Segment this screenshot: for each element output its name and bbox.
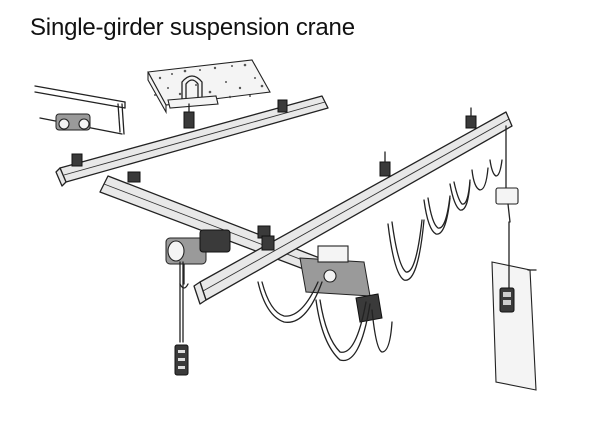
festoon-cable [257,159,503,362]
ceiling-block [147,59,271,115]
diagram-title: Single-girder suspension crane [30,14,355,41]
wall-column [491,221,537,391]
ceiling-i-beam [34,85,126,135]
pendant-control [174,261,189,376]
hoist [165,229,231,289]
main-girder [99,171,331,277]
junction-box [495,125,519,223]
runway-rail-left [55,95,329,187]
end-carriage [299,245,383,323]
runway-rail-right [193,107,513,305]
